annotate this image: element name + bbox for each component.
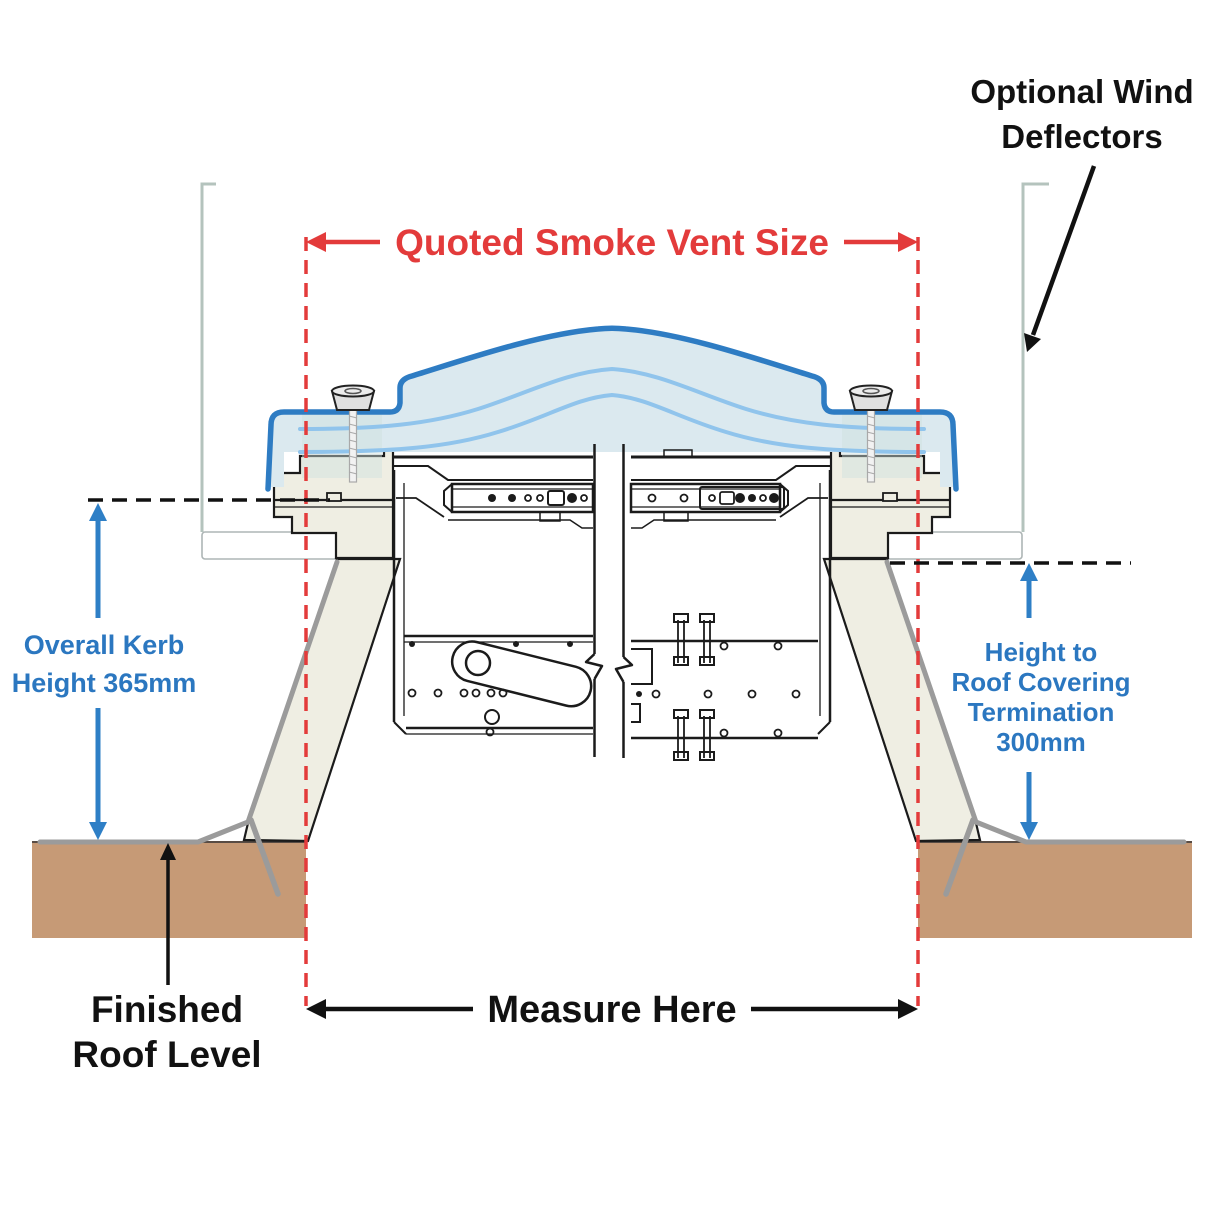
kerb-walls bbox=[37, 557, 1187, 897]
dome-skin-middle bbox=[298, 366, 926, 431]
side-plates bbox=[392, 470, 832, 735]
measure-here-arrowhead-left bbox=[306, 999, 326, 1019]
quoted-size-dimension: Quoted Smoke Vent Size bbox=[304, 222, 920, 1006]
termination-height-dimension: Height to Roof Covering Termination 300m… bbox=[951, 563, 1131, 840]
flashing-right bbox=[884, 559, 1187, 845]
deflector-flange-right bbox=[886, 531, 1023, 560]
measure-here-arrowhead-right bbox=[898, 999, 918, 1019]
vent-mechanism bbox=[392, 444, 832, 761]
quoted-size-arrowhead-left bbox=[306, 232, 326, 252]
opening-lever bbox=[450, 640, 593, 708]
wind-deflectors bbox=[200, 182, 1049, 532]
wind-deflector-arrow-line bbox=[1030, 165, 1097, 336]
frame-clip-left bbox=[326, 492, 342, 502]
measure-here-label: Measure Here bbox=[487, 989, 736, 1031]
kerb-height-label-line1: Overall Kerb bbox=[24, 630, 185, 660]
measure-here-dimension: Measure Here bbox=[306, 989, 918, 1031]
rail-right bbox=[629, 449, 831, 529]
screw-right bbox=[848, 384, 894, 483]
fixing-screws bbox=[330, 384, 894, 483]
kerb-height-dimension: Overall Kerb Height 365mm bbox=[12, 503, 197, 840]
wind-deflector-left bbox=[200, 182, 216, 532]
wind-deflector-label-line1: Optional Wind bbox=[970, 73, 1193, 110]
fixing-pin-right bbox=[943, 817, 976, 897]
kerb-height-label-line2: Height 365mm bbox=[12, 668, 197, 698]
center-break bbox=[584, 444, 634, 760]
fixing-pin-left bbox=[248, 817, 281, 897]
termination-label-line4: 300mm bbox=[996, 727, 1086, 757]
dome bbox=[265, 325, 959, 492]
wind-deflector-label-line2: Deflectors bbox=[1001, 118, 1162, 155]
rail-left bbox=[393, 455, 595, 529]
dome-skin-inner bbox=[298, 392, 926, 454]
termination-label-line1: Height to bbox=[985, 637, 1098, 667]
kerb-height-arrowhead-top bbox=[89, 503, 107, 521]
roof-slabs bbox=[32, 841, 1192, 938]
deflector-flanges bbox=[201, 531, 1023, 560]
dome-outer-skin bbox=[265, 325, 959, 492]
roof-level-callout: Finished Roof Level bbox=[72, 843, 262, 1075]
bolt-studs bbox=[673, 613, 715, 761]
glazing-edge-right bbox=[842, 412, 922, 478]
roof-slab-right bbox=[918, 841, 1192, 938]
quoted-size-arrowhead-right bbox=[898, 232, 918, 252]
wind-deflector-arrowhead bbox=[1024, 333, 1041, 352]
flashing-left bbox=[37, 559, 340, 845]
termination-label-line2: Roof Covering bbox=[951, 667, 1130, 697]
screw-left bbox=[330, 384, 376, 483]
deflector-flange-left bbox=[201, 531, 338, 560]
quoted-size-extension-lines bbox=[304, 237, 920, 1006]
termination-arrowhead-bottom bbox=[1020, 822, 1038, 840]
frame-clip-right bbox=[882, 492, 898, 502]
glazing-edge-left bbox=[302, 412, 382, 478]
roof-level-arrowhead bbox=[160, 843, 176, 860]
termination-label-line3: Termination bbox=[968, 697, 1115, 727]
wind-deflector-callout: Optional Wind Deflectors bbox=[970, 73, 1194, 352]
lower-box-left bbox=[404, 634, 593, 737]
roof-level-label-line2: Roof Level bbox=[72, 1034, 261, 1075]
roof-level-label-line1: Finished bbox=[91, 989, 243, 1030]
kerb-height-arrowhead-bottom bbox=[89, 822, 107, 840]
wind-deflector-right bbox=[1021, 182, 1049, 532]
termination-arrowhead-top bbox=[1020, 563, 1038, 581]
quoted-size-label: Quoted Smoke Vent Size bbox=[395, 222, 829, 263]
lower-box-right bbox=[631, 613, 818, 761]
